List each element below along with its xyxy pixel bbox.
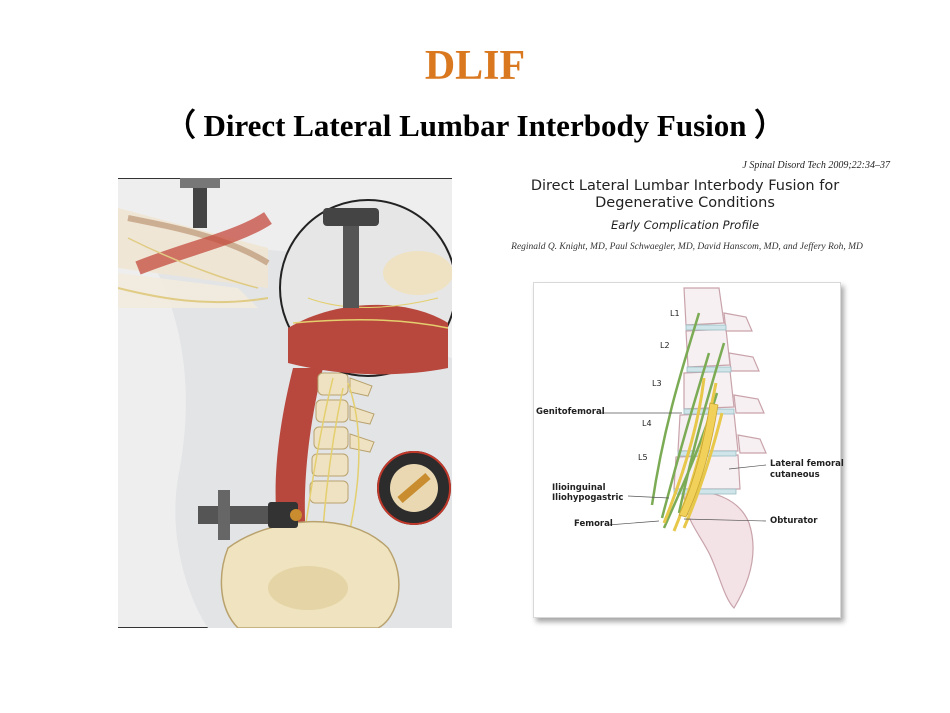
- lumbar-plexus-figure: L1 L2 L3 L4 L5 Genitofemoral Ilioinguina…: [533, 282, 844, 618]
- journal-citation: J Spinal Disord Tech 2009;22:34–37: [742, 160, 890, 171]
- level-label-l1: L1: [670, 309, 680, 318]
- paper-authors: Reginald Q. Knight, MD, Paul Schwaegler,…: [511, 242, 863, 252]
- paper-title: Direct Lateral Lumbar Interbody Fusion f…: [500, 178, 870, 212]
- lateral-approach-drawing: [118, 178, 452, 628]
- label-genitofemoral: Genitofemoral: [536, 407, 605, 417]
- label-ilioinguinal: Ilioinguinal: [552, 483, 606, 493]
- lumbar-plexus-drawing: [600, 287, 767, 609]
- label-obturator: Obturator: [770, 516, 818, 526]
- level-label-l3: L3: [652, 379, 662, 388]
- label-lateral-femoral: Lateral femoral: [770, 459, 844, 469]
- slide-subtitle: （ Direct Lateral Lumbar Interbody Fusion…: [164, 108, 786, 143]
- level-label-l5: L5: [638, 453, 648, 462]
- level-label-l4: L4: [642, 419, 652, 428]
- paper-title-line-2: Degenerative Conditions: [595, 195, 775, 211]
- level-label-l2: L2: [660, 341, 670, 350]
- paper-title-line-1: Direct Lateral Lumbar Interbody Fusion f…: [530, 178, 840, 194]
- slide-title: DLIF: [424, 43, 526, 89]
- label-cutaneous: cutaneous: [770, 470, 820, 480]
- label-femoral: Femoral: [574, 519, 613, 529]
- surgical-approach-illustration: [118, 178, 452, 628]
- paper-subtitle: Early Complication Profile: [610, 218, 760, 232]
- label-iliohypogastric: Iliohypogastric: [552, 493, 624, 503]
